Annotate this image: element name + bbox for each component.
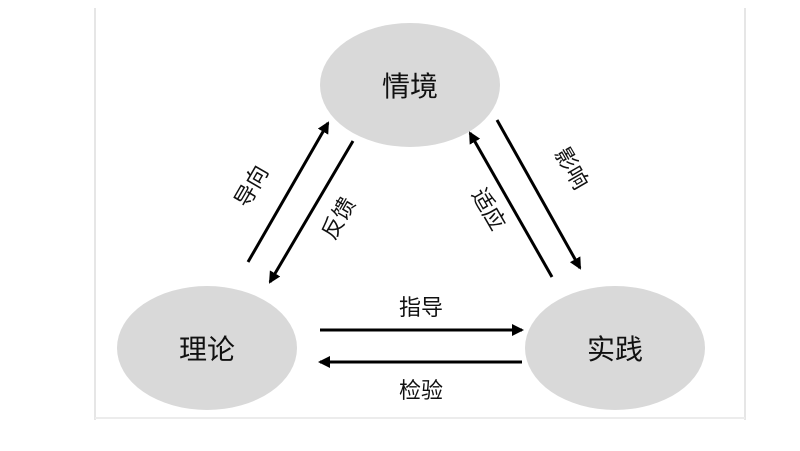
edge-label-influence: 影响 [549, 143, 593, 194]
edge-label-verify: 检验 [399, 379, 443, 404]
edge-label-feedback: 反馈 [318, 193, 362, 244]
arrow-theory-to-situation [246, 121, 330, 263]
arrow-situation-to-theory [268, 140, 355, 284]
node-situation-label: 情境 [382, 70, 438, 103]
node-practice [525, 286, 705, 410]
node-theory-label: 理论 [179, 333, 235, 366]
node-situation [320, 23, 500, 147]
edge-label-direct: 指导 [399, 296, 443, 321]
edge-label-guide: 导向 [231, 161, 275, 212]
node-practice-label: 实践 [587, 333, 643, 366]
arrow-practice-to-situation [468, 131, 554, 278]
node-theory [117, 286, 297, 410]
arrow-situation-to-practice [495, 119, 582, 270]
